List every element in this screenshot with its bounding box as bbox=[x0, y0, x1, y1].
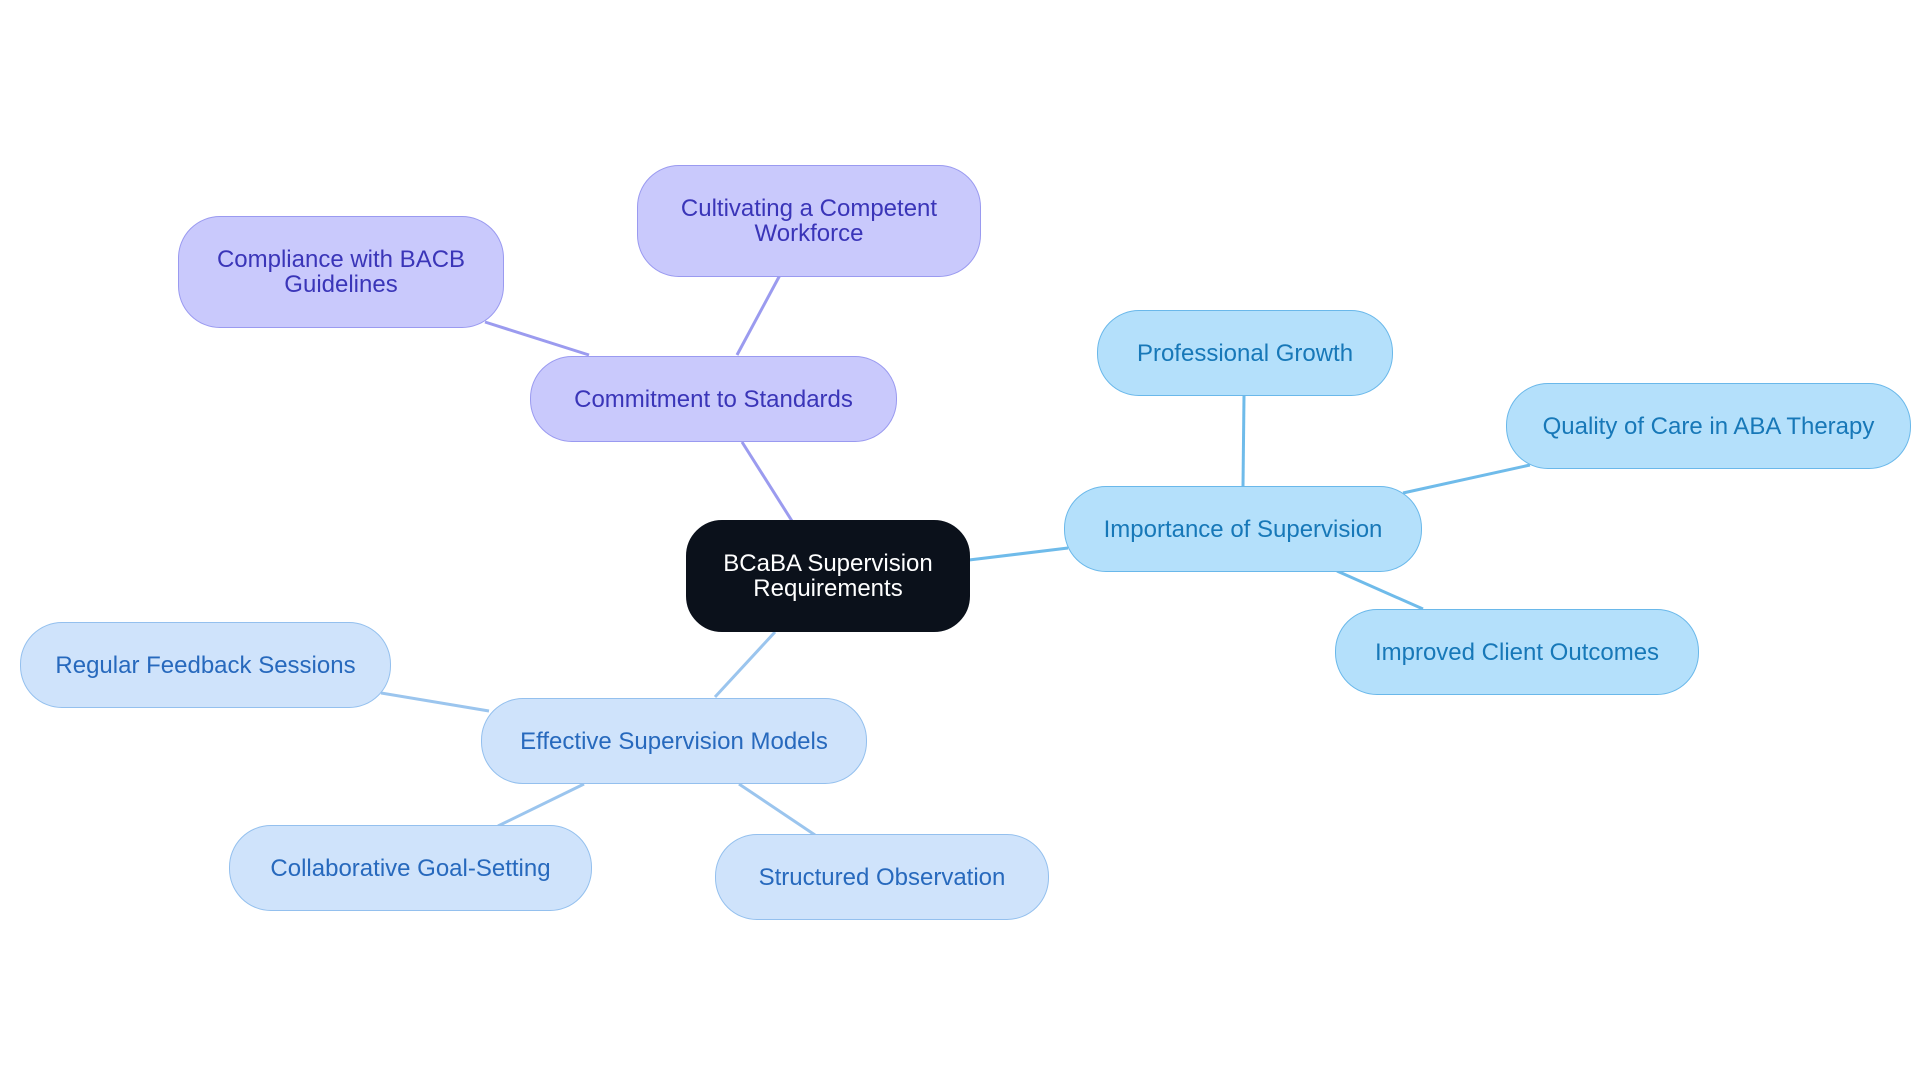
leaf-node-collaborative-goal: Collaborative Goal-Setting bbox=[229, 825, 592, 911]
edge-root-importance bbox=[968, 546, 1069, 562]
leaf-node-label: Structured Observation bbox=[758, 863, 1006, 891]
branch-node-label: Commitment to Standards bbox=[574, 385, 853, 413]
leaf-node-label: Regular Feedback Sessions bbox=[55, 651, 356, 679]
branch-node-importance: Importance of Supervision bbox=[1064, 486, 1422, 572]
edge-commitment-compliance bbox=[484, 320, 590, 357]
leaf-node-label: Quality of Care in ABA Therapy bbox=[1542, 412, 1875, 440]
leaf-node-label: Improved Client Outcomes bbox=[1374, 638, 1660, 666]
edge-root-commitment bbox=[740, 441, 794, 522]
leaf-node-label: Collaborative Goal-Setting bbox=[270, 854, 551, 882]
root-node: BCaBA Supervision Requirements bbox=[686, 520, 970, 632]
edge-effective-structured bbox=[738, 782, 816, 837]
root-node-label: BCaBA Supervision Requirements bbox=[723, 550, 933, 602]
edge-root-effective bbox=[713, 630, 777, 699]
leaf-node-professional-growth: Professional Growth bbox=[1097, 310, 1393, 396]
leaf-node-cultivating: Cultivating a Competent Workforce bbox=[637, 165, 981, 277]
leaf-node-improved-outcomes: Improved Client Outcomes bbox=[1335, 609, 1699, 695]
edge-importance-improved bbox=[1336, 569, 1424, 611]
branch-node-label: Importance of Supervision bbox=[1103, 515, 1383, 543]
edge-importance-quality bbox=[1402, 463, 1531, 495]
branch-node-commitment: Commitment to Standards bbox=[530, 356, 897, 442]
leaf-node-label: Professional Growth bbox=[1136, 339, 1354, 367]
edge-effective-feedback bbox=[380, 691, 490, 713]
branch-node-label: Effective Supervision Models bbox=[520, 727, 828, 755]
leaf-node-structured-observation: Structured Observation bbox=[715, 834, 1049, 920]
leaf-node-label: Cultivating a Competent Workforce bbox=[680, 195, 938, 247]
leaf-node-regular-feedback: Regular Feedback Sessions bbox=[20, 622, 391, 708]
leaf-node-label: Compliance with BACB Guidelines bbox=[216, 246, 466, 298]
edge-effective-collaborative bbox=[497, 782, 585, 828]
leaf-node-compliance: Compliance with BACB Guidelines bbox=[178, 216, 504, 328]
leaf-node-quality-of-care: Quality of Care in ABA Therapy bbox=[1506, 383, 1911, 469]
branch-node-effective: Effective Supervision Models bbox=[481, 698, 867, 784]
edge-importance-professional bbox=[1241, 395, 1246, 487]
edge-commitment-cultivating bbox=[735, 274, 782, 356]
